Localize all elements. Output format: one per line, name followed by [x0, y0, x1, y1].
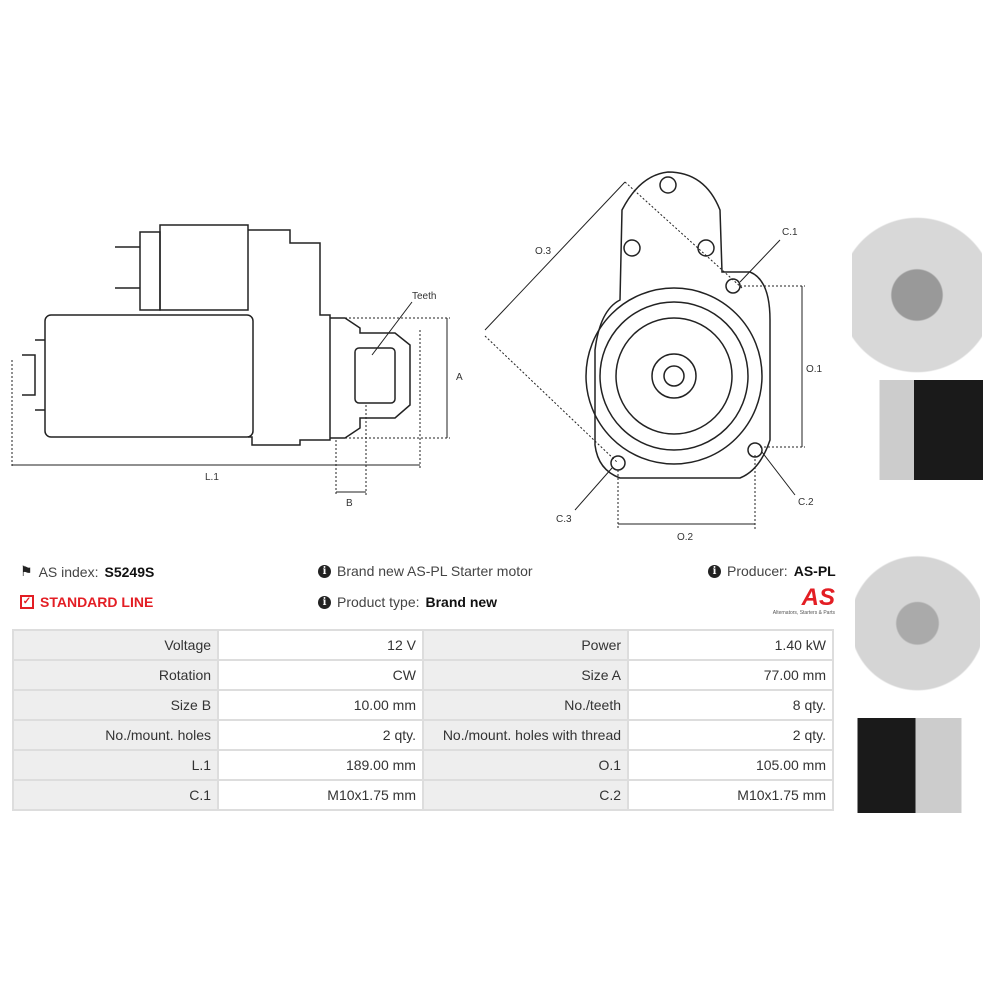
- spec-value: 12 V: [217, 629, 424, 661]
- spec-label: No./mount. holes: [11, 719, 220, 751]
- l1-label: L.1: [205, 472, 219, 483]
- logo-text: AS: [801, 584, 835, 611]
- spec-label: C.2: [421, 779, 630, 811]
- as-index: ⚑ AS index: S5249S: [20, 563, 154, 580]
- spec-value: CW: [217, 659, 424, 691]
- spec-label: Voltage: [11, 629, 220, 661]
- tags-icon: ⚑: [20, 563, 33, 579]
- info-icon: i: [708, 564, 721, 578]
- spec-label: No./teeth: [421, 689, 630, 721]
- standard-line-label: STANDARD LINE: [40, 594, 154, 610]
- o2-label: O.2: [677, 532, 694, 543]
- description-text: Brand new AS-PL Starter motor: [337, 563, 533, 579]
- spec-value: 2 qty.: [627, 719, 834, 751]
- as-index-label: AS index:: [38, 563, 99, 580]
- spec-label: Size A: [421, 659, 630, 691]
- spec-value: 105.00 mm: [627, 749, 834, 781]
- spec-value: 189.00 mm: [217, 749, 424, 781]
- teeth-label: Teeth: [412, 291, 436, 302]
- logo-tagline: Alternators, Starters & Parts: [772, 610, 835, 616]
- spec-value: M10x1.75 mm: [217, 779, 424, 811]
- c2-label: C.2: [798, 497, 814, 508]
- side-view-drawing: Teeth A B L.1: [11, 224, 463, 509]
- spec-label: Power: [421, 629, 630, 661]
- spec-value: 2 qty.: [217, 719, 424, 751]
- product-photo-rear[interactable]: [855, 490, 980, 705]
- as-pl-logo: AS Alternators, Starters & Parts: [755, 584, 835, 617]
- b-label: B: [346, 498, 353, 509]
- spec-value: 1.40 kW: [627, 629, 834, 661]
- info-icon: i: [318, 564, 331, 578]
- producer-label: Producer:: [727, 563, 788, 579]
- spec-value: 8 qty.: [627, 689, 834, 721]
- product-photo-angle[interactable]: [852, 718, 967, 813]
- checkbox-icon: ✓: [20, 595, 34, 609]
- spec-label: Rotation: [11, 659, 220, 691]
- product-photo-front[interactable]: [852, 172, 982, 377]
- description: i Brand new AS-PL Starter motor: [318, 563, 533, 579]
- spec-label: O.1: [421, 749, 630, 781]
- standard-line: ✓ STANDARD LINE: [20, 594, 153, 610]
- info-icon: i: [318, 595, 331, 609]
- spec-label: No./mount. holes with thread: [421, 719, 630, 751]
- product-type-label: Product type:: [337, 594, 420, 610]
- a-label: A: [456, 372, 463, 383]
- front-view-drawing: O.3 C.1 O.1 C.2 O.2 C.3: [484, 171, 823, 543]
- producer: i Producer: AS-PL: [708, 563, 836, 579]
- producer-value: AS-PL: [793, 563, 836, 579]
- spec-label: C.1: [11, 779, 220, 811]
- product-type-value: Brand new: [425, 594, 498, 610]
- o3-label: O.3: [535, 246, 552, 257]
- o1-label: O.1: [806, 364, 823, 375]
- product-type: i Product type: Brand new: [318, 594, 497, 610]
- c3-label: C.3: [556, 514, 572, 525]
- spec-value: 10.00 mm: [217, 689, 424, 721]
- spec-value: 77.00 mm: [627, 659, 834, 691]
- spec-label: Size B: [11, 689, 220, 721]
- c1-label: C.1: [782, 227, 798, 238]
- spec-value: M10x1.75 mm: [627, 779, 834, 811]
- spec-label: L.1: [11, 749, 220, 781]
- product-photo-side[interactable]: [852, 380, 990, 480]
- as-index-value: S5249S: [104, 563, 155, 580]
